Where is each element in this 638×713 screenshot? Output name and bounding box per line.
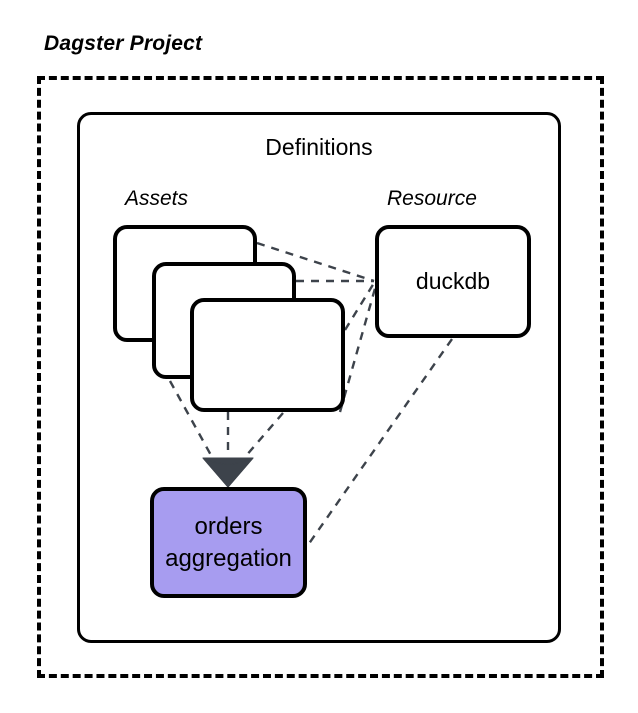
assets-group-label: Assets	[125, 187, 189, 210]
asset-card-front[interactable]	[190, 298, 345, 412]
definitions-container	[77, 112, 561, 643]
definitions-title: Definitions	[265, 134, 373, 160]
resource-group-label: Resource	[387, 187, 477, 210]
project-boundary	[37, 76, 604, 678]
resource-node-duckdb[interactable]: duckdb	[375, 225, 531, 338]
project-title: Dagster Project	[44, 32, 203, 55]
orders-aggregation-label-line1: orders	[194, 513, 263, 541]
orders-aggregation-label-line2: aggregation	[165, 544, 292, 572]
asset-node-orders-aggregation[interactable]: orders aggregation	[150, 487, 307, 598]
